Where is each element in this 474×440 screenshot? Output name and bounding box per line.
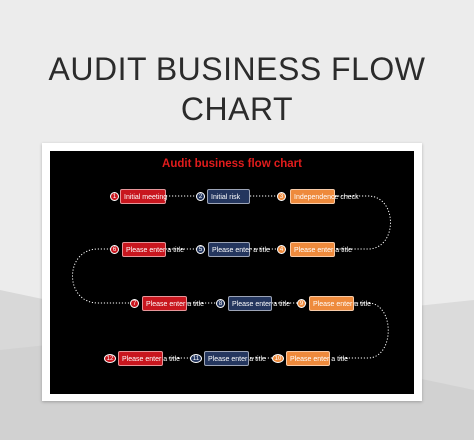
flow-node-9[interactable]: Please enter a title [309, 296, 371, 311]
flow-node-12[interactable]: Please enter a title [118, 351, 180, 366]
step-number-10: 10 [272, 354, 284, 363]
step-number-7: 7 [130, 299, 139, 308]
flow-diagram: Audit business flow chart 1 Initial meet… [50, 151, 414, 394]
node-label: Please enter a title [232, 301, 290, 308]
node-label: Please enter a title [290, 356, 348, 363]
step-number-4: 4 [277, 245, 286, 254]
flow-node-2[interactable]: Initial risk [207, 189, 250, 204]
connector-9-10 [340, 302, 389, 359]
node-label: Please enter a title [212, 247, 270, 254]
step-number-11: 11 [190, 354, 202, 363]
page-title-line-2: CHART [180, 91, 294, 127]
flow-node-10[interactable]: Please enter a title [286, 351, 348, 366]
node-label: Initial meeting [124, 194, 168, 201]
flow-node-1[interactable]: Initial meeting [120, 189, 168, 204]
node-label: Independence check [294, 194, 359, 201]
step-number-6: 6 [110, 245, 119, 254]
step-number-5: 5 [196, 245, 205, 254]
step-number-9: 9 [297, 299, 306, 308]
diagram-title: Audit business flow chart [162, 158, 302, 170]
step-number-1: 1 [110, 192, 119, 201]
node-label: Please enter a title [313, 301, 371, 308]
flow-node-8[interactable]: Please enter a title [228, 296, 290, 311]
page-title-line-1: AUDIT BUSINESS FLOW [48, 51, 426, 87]
step-number-8: 8 [216, 299, 225, 308]
step-number-3: 3 [277, 192, 286, 201]
connector-6-7 [72, 248, 130, 304]
flow-node-4[interactable]: Please enter a title [290, 242, 352, 257]
connector-lines [72, 195, 391, 359]
node-label: Please enter a title [294, 247, 352, 254]
node-label: Please enter a title [146, 301, 204, 308]
flow-node-3[interactable]: Independence check [290, 189, 359, 204]
node-label: Please enter a title [126, 247, 184, 254]
connector-3-4 [335, 195, 391, 250]
flow-node-11[interactable]: Please enter a title [204, 351, 266, 366]
node-label: Please enter a title [122, 356, 180, 363]
step-number-12: 12 [104, 354, 116, 363]
step-number-2: 2 [196, 192, 205, 201]
node-label: Initial risk [211, 194, 241, 201]
flow-node-7[interactable]: Please enter a title [142, 296, 204, 311]
flow-node-5[interactable]: Please enter a title [208, 242, 270, 257]
flow-node-6[interactable]: Please enter a title [122, 242, 184, 257]
node-label: Please enter a title [208, 356, 266, 363]
